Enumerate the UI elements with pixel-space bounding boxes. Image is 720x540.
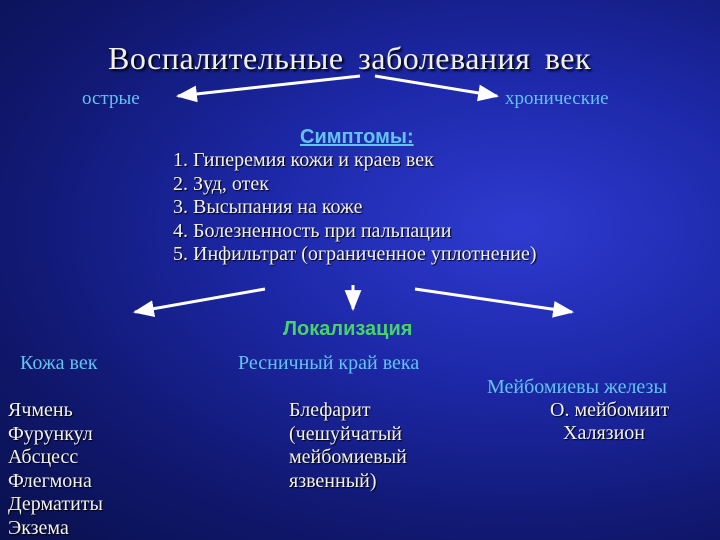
- arrow-to-chronic: [374, 74, 500, 102]
- category-meibomian: Мейбомиевы железы: [487, 376, 667, 398]
- category-skin: Кожа век: [20, 352, 98, 374]
- page-title: Воспалительные заболевания век: [108, 40, 592, 76]
- symptoms-heading: Симптомы:: [300, 126, 414, 148]
- meibomian-diseases-list-2: Халязион: [563, 422, 645, 446]
- symptoms-list: 1. Гиперемия кожи и краев век 2. Зуд, от…: [173, 149, 537, 267]
- arrow-to-meibomian: [414, 287, 575, 318]
- list-item: О. мейбомиит: [550, 399, 670, 421]
- ciliary-diseases-list: Блефарит (чешуйчатый мейбомиевый язвенны…: [289, 399, 407, 493]
- arrow-to-acute: [175, 74, 361, 103]
- symptom-item: 2. Зуд, отек: [173, 172, 270, 195]
- branch-chronic-label: хронические: [505, 88, 609, 109]
- list-item: Халязион: [563, 422, 645, 444]
- localization-heading: Локализация: [283, 318, 413, 340]
- list-item: Абсцесс: [8, 446, 79, 468]
- list-item: Блефарит: [289, 399, 371, 421]
- list-item: Дерматиты: [8, 493, 103, 515]
- meibomian-diseases-list: О. мейбомиит: [550, 399, 669, 423]
- list-item: Ячмень: [8, 399, 73, 421]
- list-item: мейбомиевый: [289, 446, 407, 468]
- list-item: (чешуйчатый: [289, 422, 402, 445]
- category-ciliary-margin: Ресничный край века: [238, 352, 420, 374]
- symptom-item: 1. Гиперемия кожи и краев век: [173, 149, 434, 171]
- branch-acute-label: острые: [82, 88, 140, 109]
- symptom-item: 5. Инфильтрат (ограниченное уплотнение): [173, 243, 537, 265]
- list-item: Экзема: [8, 516, 69, 539]
- skin-diseases-list: Ячмень Фурункул Абсцесс Флегмона Дермати…: [8, 399, 103, 540]
- arrow-to-skin: [132, 287, 266, 317]
- list-item: Фурункул: [8, 422, 93, 445]
- list-item: Флегмона: [8, 469, 92, 492]
- symptom-item: 3. Высыпания на коже: [173, 196, 363, 218]
- list-item: язвенный): [289, 469, 377, 492]
- symptom-item: 4. Болезненность при пальпации: [173, 219, 452, 242]
